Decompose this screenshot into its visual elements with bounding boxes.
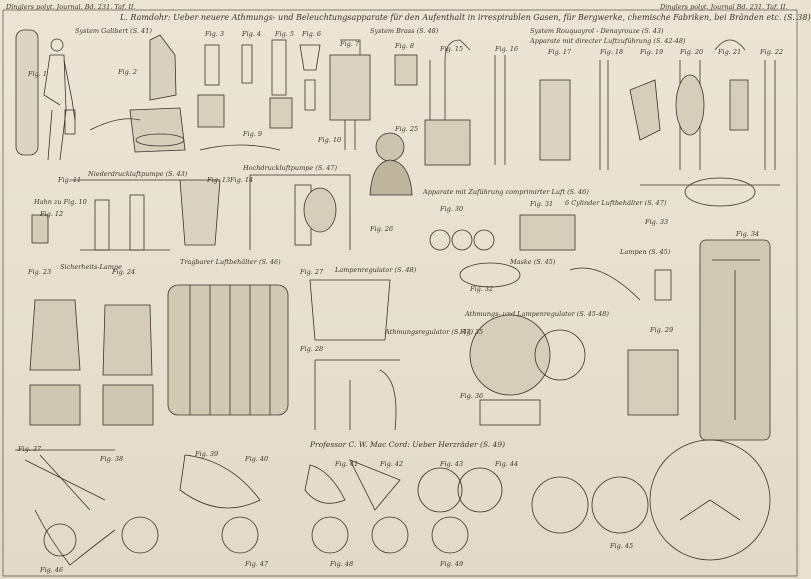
figure-number-label: Fig. 17 [548,48,572,56]
figure-number-label: Fig. 16 [495,45,519,53]
figure-regulator-wheel-drawing [469,314,586,426]
figure-number-label: Fig. 4 [242,30,262,38]
figure-number-label: Fig. 20 [680,48,704,56]
figures-heart-wheels-drawing [15,439,771,566]
figure-number-label: Fig. 42 [380,460,404,468]
plate-reference-right: Dinglers polyt. Journal Bd. 231. Taf. II… [660,3,788,11]
caption-cylinder: 6 Cylinder Luftbehälter (S. 47) [565,199,667,207]
figure-mask-drawing [640,177,780,207]
figure-1-drawing [15,29,76,161]
figure-number-label: Fig. 36 [460,392,484,400]
figure-hochdruck-pump-drawing [179,174,351,250]
figure-number-label: Fig. 3 [205,30,225,38]
figure-number-label: Fig. 46 [40,566,64,574]
figure-number-label: Fig. 33 [645,218,669,226]
figure-number-label: Fig. 48 [330,560,354,568]
caption-rouquayrol-sub: Apparate mit directer Luftzuführung (S. … [530,37,686,45]
figure-number-label: Fig. 35 [460,328,484,336]
caption-tragbar: Tragbarer Luftbehälter (S. 46) [180,258,281,266]
caption-rouquayrol: System Rouquayrol - Denayrouze (S. 43) [530,27,664,35]
figure-number-label: Fig. 44 [495,460,519,468]
figure-number-label: Fig. 41 [335,460,359,468]
figure-number-label: Fig. 9 [243,130,263,138]
caption-galibert: System Galibert (S. 41) [75,27,152,35]
figure-number-label: Fig. 47 [245,560,269,568]
figure-number-label: Fig. 29 [650,326,674,334]
figure-number-label: Fig. 10 [318,136,342,144]
figure-number-label: Fig. 24 [112,268,136,276]
plate-title: L. Ramdohr: Ueber neuere Athmungs- und B… [120,13,811,22]
figure-number-label: Fig. 28 [300,345,324,353]
figure-number-label: Fig. 12 [40,210,64,218]
figures-10-to-20-drawings [424,39,776,170]
figure-number-label: Fig. 25 [395,125,419,133]
caption-mac-cord: Professor C. W. Mac Cord: Ueber Herzräde… [310,440,506,449]
caption-maske: Maske (S. 45) [510,258,556,266]
figure-number-label: Fig. 38 [100,455,124,463]
figure-breathing-regulator-drawing [309,279,400,431]
caption-athmung-lampen: Athmungs- und Lampenregulator (S. 45-48) [465,310,609,318]
caption-hahn: Hahn zu Fig. 10 [34,198,87,206]
caption-hochdruck: Hochdruckluftpumpe (S. 47) [243,164,338,172]
figures-safety-lamps-drawing [29,299,154,426]
figure-compressed-air-drawing [429,214,576,288]
plate-reference-left: Dinglers polyt. Journal. Bd. 231. Taf. I… [6,3,136,11]
figure-number-label: Fig. 1 [28,70,48,78]
figure-number-label: Fig. 7 [340,40,360,48]
figure-number-label: Fig. 31 [530,200,554,208]
figure-number-label: Fig. 22 [760,48,784,56]
figure-portable-air-container-drawing [167,284,289,416]
figure-number-label: Fig. 49 [440,560,464,568]
figure-number-label: Fig. 39 [195,450,219,458]
figure-number-label: Fig. 5 [275,30,295,38]
figure-number-label: Fig. 6 [302,30,322,38]
figure-number-label: Fig. 8 [395,42,415,50]
figure-number-label: Fig. 43 [440,460,464,468]
caption-comprimirt: Apparate mit Zuführung comprimirter Luft… [423,188,589,196]
caption-lampen: Lampen (S. 45) [620,248,671,256]
figure-number-label: Fig. 15 [440,45,464,53]
caption-lampenregulator: Lampenregulator (S. 48) [335,266,417,274]
figure-number-label: Fig. 37 [18,445,42,453]
figure-number-label: Fig. 21 [718,48,742,56]
figure-number-label: Fig. 11 [58,176,82,184]
figure-number-label: Fig. 40 [245,455,269,463]
figure-number-label: Fig. 32 [470,285,494,293]
figure-large-lamp-drawing [569,239,771,441]
figure-portrait-drawing [369,132,413,196]
figure-number-label: Fig. 30 [440,205,464,213]
figure-number-label: Fig. 27 [300,268,324,276]
figure-number-label: Fig. 23 [28,268,52,276]
caption-athmungsregulator: Athmungsregulator (S. 47) [385,328,474,336]
figure-2-drawing [89,34,186,153]
figure-number-label: Fig. 34 [736,230,760,238]
figures-3-to-9-drawings [197,39,418,151]
caption-niederdruck: Niederdruckluftpumpe (S. 43) [88,170,188,178]
figure-niederdruck-pump-drawing [31,179,180,251]
caption-brass: System Brass (S. 48) [370,27,439,35]
caption-schwimmer: Sicherheits-Lampe [60,263,122,271]
figure-number-label: Fig. 45 [610,542,634,550]
figure-number-label: Fig. 13 [207,176,231,184]
figure-number-label: Fig. 2 [118,68,138,76]
figure-number-label: Fig. 19 [640,48,664,56]
figure-number-label: Fig. 14 [230,176,254,184]
figure-number-label: Fig. 26 [370,225,394,233]
figure-number-label: Fig. 18 [600,48,624,56]
